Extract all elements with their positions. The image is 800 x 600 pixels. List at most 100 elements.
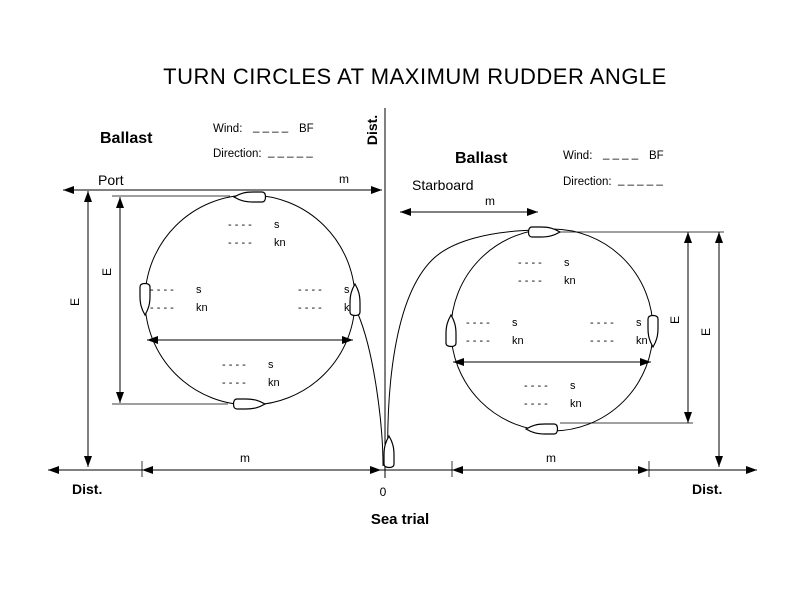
starboard-entry-track: [387, 229, 538, 467]
arrowhead: [342, 336, 353, 344]
starboard-ballast-label: Ballast: [455, 150, 508, 167]
port-outer-e-label: E: [68, 298, 82, 306]
dist-axis-left-label: Dist.: [72, 481, 102, 497]
knots-unit: kn: [196, 302, 208, 314]
arrowhead: [638, 466, 649, 474]
value-placeholder: - - - -: [228, 219, 252, 231]
arrowhead: [142, 466, 153, 474]
arrowhead: [684, 412, 692, 423]
port-bottom-m-label: m: [240, 451, 250, 465]
value-placeholder: - - - -: [590, 317, 614, 329]
port-top-value-group: - - - - s - - - - kn: [228, 219, 286, 249]
value-placeholder: - - - -: [524, 380, 548, 392]
ship-icon-starboard-bottom: [525, 423, 559, 435]
starboard-top-m-label: m: [485, 194, 495, 208]
knots-unit: kn: [512, 335, 524, 347]
value-placeholder: - - - -: [590, 335, 614, 347]
arrowhead: [84, 456, 92, 467]
seconds-unit: s: [636, 317, 642, 329]
knots-unit: kn: [636, 335, 648, 347]
arrowhead: [527, 208, 538, 216]
port-top-m-label: m: [339, 172, 349, 186]
arrowhead: [715, 232, 723, 243]
arrowhead: [746, 466, 757, 474]
arrowhead: [453, 358, 464, 366]
arrowhead: [116, 197, 124, 208]
diagram-title: TURN CIRCLES AT MAXIMUM RUDDER ANGLE: [163, 64, 667, 89]
knots-unit: kn: [268, 377, 280, 389]
port-left-value-group: - - - - s - - - - kn: [150, 284, 208, 314]
seconds-unit: s: [268, 359, 274, 371]
value-placeholder: - - - -: [518, 275, 542, 287]
ship-icon-starboard-top: [527, 226, 561, 238]
sea-trial-caption: Sea trial: [371, 511, 429, 528]
value-placeholder: - - - -: [228, 237, 252, 249]
ship-icon-port-bottom: [232, 398, 266, 410]
seconds-unit: s: [564, 257, 570, 269]
dist-axis-vertical-label: Dist.: [364, 115, 380, 145]
arrowhead: [84, 191, 92, 202]
value-placeholder: - - - -: [298, 302, 322, 314]
origin-label: 0: [380, 485, 387, 499]
knots-unit: kn: [564, 275, 576, 287]
ship-icon-starboard-right: [647, 314, 659, 348]
dist-axis-right-label: Dist.: [692, 481, 722, 497]
value-placeholder: - - - -: [150, 302, 174, 314]
port-ballast-label: Ballast: [100, 130, 153, 147]
value-placeholder: - - - -: [298, 284, 322, 296]
ship-icon-port-left: [139, 282, 151, 316]
arrowhead: [116, 392, 124, 403]
arrowhead: [684, 232, 692, 243]
value-placeholder: - - - -: [150, 284, 174, 296]
starboard-right-value-group: - - - - s - - - - kn: [590, 317, 648, 347]
seconds-unit: s: [274, 219, 280, 231]
value-placeholder: - - - -: [524, 398, 548, 410]
starboard-left-value-group: - - - - s - - - - kn: [466, 317, 524, 347]
port-entry-track: [357, 313, 384, 467]
starboard-inner-e-label: E: [668, 316, 682, 324]
starboard-direction-value: _ _ _ _ _: [617, 174, 663, 186]
ship-icon-port-top: [233, 191, 267, 203]
arrowhead: [640, 358, 651, 366]
starboard-outer-e-label: E: [699, 328, 713, 336]
arrowhead: [452, 466, 463, 474]
value-placeholder: - - - -: [466, 317, 490, 329]
arrowhead: [370, 466, 381, 474]
starboard-wind-value: _ _ _ _: [602, 148, 639, 160]
seconds-unit: s: [196, 284, 202, 296]
ship-icon-starboard-left: [445, 314, 457, 348]
seconds-unit: s: [344, 284, 350, 296]
arrowhead: [147, 336, 158, 344]
starboard-turn-circle: [450, 228, 654, 432]
seconds-unit: s: [570, 380, 576, 392]
value-placeholder: - - - -: [222, 377, 246, 389]
port-bottom-value-group: - - - - s - - - - kn: [222, 359, 280, 389]
starboard-wind-unit: BF: [649, 150, 664, 162]
port-wind-unit: BF: [299, 123, 314, 135]
arrowhead: [63, 186, 74, 194]
starboard-wind-label: Wind:: [563, 150, 592, 162]
port-inner-e-label: E: [100, 268, 114, 276]
starboard-bottom-m-label: m: [546, 451, 556, 465]
knots-unit: kn: [570, 398, 582, 410]
value-placeholder: - - - -: [222, 359, 246, 371]
starboard-top-value-group: - - - - s - - - - kn: [518, 257, 576, 287]
arrowhead: [48, 466, 59, 474]
knots-unit: kn: [274, 237, 286, 249]
port-direction-label: Direction:: [213, 148, 262, 160]
arrowhead: [715, 456, 723, 467]
value-placeholder: - - - -: [518, 257, 542, 269]
port-right-value-group: - - - - s - - - - kn: [298, 284, 356, 314]
arrowhead: [371, 186, 382, 194]
value-placeholder: - - - -: [466, 335, 490, 347]
port-side-label: Port: [98, 172, 124, 188]
starboard-side-label: Starboard: [412, 177, 473, 193]
starboard-bottom-value-group: - - - - s - - - - kn: [524, 380, 582, 410]
port-wind-label: Wind:: [213, 123, 242, 135]
port-wind-value: _ _ _ _: [252, 121, 289, 133]
port-direction-value: _ _ _ _ _: [267, 146, 313, 158]
starboard-direction-label: Direction:: [563, 176, 612, 188]
arrowhead: [400, 208, 411, 216]
seconds-unit: s: [512, 317, 518, 329]
